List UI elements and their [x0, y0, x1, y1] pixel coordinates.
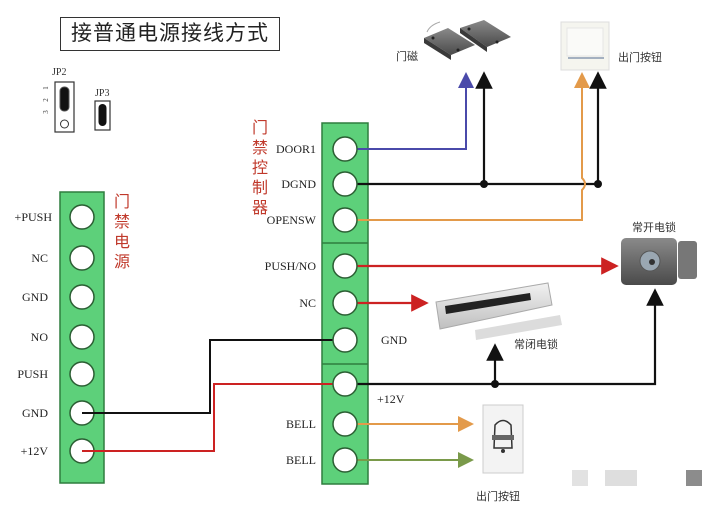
- char: 源: [113, 252, 130, 271]
- ctrl-terminal-dgnd: [332, 171, 358, 197]
- ps-label-push-plus: +PUSH: [14, 210, 52, 224]
- ctrl-label-dgnd: DGND: [281, 177, 316, 191]
- door-magnet-image: [424, 20, 511, 60]
- diagram-title: 接普通电源接线方式: [60, 17, 280, 51]
- char: 控: [251, 158, 268, 177]
- junction-dot: [480, 180, 488, 188]
- normally-closed-lock-image: [435, 282, 562, 340]
- wire-gnd-black: [82, 339, 345, 414]
- ctrl-label-push-no: PUSH/NO: [264, 259, 316, 273]
- char: 门: [251, 118, 268, 137]
- ctrl-label-nc: NC: [299, 296, 316, 310]
- char: 器: [251, 198, 268, 217]
- ctrl-terminal-bell-2: [332, 447, 358, 473]
- ctrl-terminal-nc: [332, 290, 358, 316]
- normally-open-lock-image: [621, 238, 697, 285]
- ctrl-terminal-bell-1: [332, 411, 358, 437]
- ctrl-terminal-push-no: [332, 253, 358, 279]
- char: 门: [113, 192, 130, 211]
- jp2-label: JP2: [52, 67, 67, 78]
- char: 电: [113, 232, 130, 251]
- exit-button-bottom-image: [482, 404, 524, 474]
- jumper-jp2: [54, 81, 75, 133]
- wire-12v-black-out: [345, 288, 664, 386]
- wire-opensw-orange: [345, 72, 590, 221]
- ps-label-push: PUSH: [17, 367, 48, 381]
- normally-open-lock-caption: 常开电锁: [632, 221, 676, 234]
- power-supply-board: [59, 191, 105, 484]
- ctrl-label-gnd: GND: [381, 333, 407, 347]
- ps-label-12v: +12V: [20, 444, 48, 458]
- ctrl-label-12v: +12V: [377, 392, 405, 406]
- ps-terminal-gnd: [69, 284, 95, 310]
- ctrl-label-door1: DOOR1: [275, 142, 316, 156]
- ctrl-label-bell-2: BELL: [286, 453, 316, 467]
- ctrl-label-bell-1: BELL: [286, 417, 316, 431]
- wire-door1-blue: [345, 72, 474, 150]
- ctrl-terminal-opensw: [332, 207, 358, 233]
- wire-12v-red: [82, 383, 345, 452]
- ctrl-terminal-door1: [332, 136, 358, 162]
- controller-name: 门 禁 控 制 器: [251, 118, 269, 218]
- controller-terminals: [332, 136, 358, 473]
- ps-label-gnd-2: GND: [22, 406, 48, 420]
- ps-terminal-push-plus: [69, 204, 95, 230]
- ctrl-terminal-gnd: [332, 327, 358, 353]
- ps-label-no: NO: [30, 330, 48, 344]
- exit-button-bottom-caption: 出门按钮: [476, 490, 520, 503]
- ctrl-terminal-12v: [332, 371, 358, 397]
- ps-terminal-nc: [69, 245, 95, 271]
- door-magnet-caption: 门磁: [396, 50, 418, 63]
- junction-dot: [491, 380, 499, 388]
- normally-closed-lock-caption: 常闭电锁: [514, 338, 558, 351]
- ps-terminal-no: [69, 324, 95, 350]
- power-supply-name: 门 禁 电 源: [113, 192, 131, 272]
- exit-button-top-image: [560, 21, 610, 71]
- watermark-blur: [572, 470, 702, 486]
- char: 禁: [113, 212, 130, 231]
- ps-label-gnd: GND: [22, 290, 48, 304]
- jumper-jp3: [94, 100, 111, 131]
- char: 禁: [251, 138, 268, 157]
- char: 制: [251, 178, 268, 197]
- jp3-label: JP3: [95, 88, 110, 99]
- ps-terminal-push: [69, 361, 95, 387]
- ps-label-nc: NC: [31, 251, 48, 265]
- junction-dot: [594, 180, 602, 188]
- exit-button-top-caption: 出门按钮: [618, 51, 662, 64]
- ctrl-label-opensw: OPENSW: [266, 213, 316, 227]
